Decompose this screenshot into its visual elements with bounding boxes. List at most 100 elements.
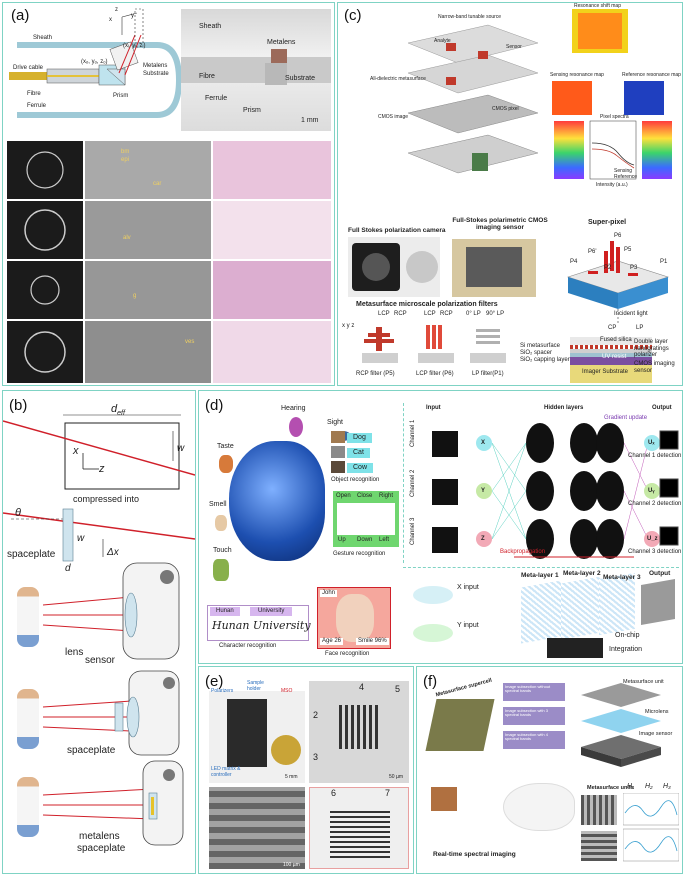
sense-smell: Smell	[209, 501, 227, 508]
lcp-label-2: LCP	[424, 311, 436, 317]
y-input-label: Y input	[457, 622, 479, 629]
endoscope-schematic	[9, 8, 183, 118]
oct-zoom-2	[85, 201, 211, 259]
panel-f-label: (f)	[423, 673, 438, 690]
nn-channel-1: Channel 1	[410, 419, 416, 447]
oct-zoom-1	[85, 141, 211, 199]
object-cat: Cat	[347, 448, 370, 458]
oct-zoom-4	[85, 321, 211, 383]
face-name: John	[320, 590, 338, 597]
superpixel-title: Super-pixel	[588, 219, 627, 226]
p5-label: P5	[624, 247, 632, 253]
panel-d-label: (d)	[205, 397, 224, 414]
usaf-digit-3: 3	[313, 752, 319, 762]
intensity-axis-label: Intensity (a.u.)	[596, 182, 628, 188]
deff-label: deff	[111, 403, 125, 418]
mso-label: MSO	[281, 688, 293, 694]
nn-node-x: X	[481, 440, 486, 446]
lens-label: lens	[65, 647, 84, 658]
axis-x-label: x	[109, 17, 112, 23]
histology-1	[213, 141, 331, 199]
spectral-plots	[623, 793, 679, 862]
tissue-g: g	[133, 293, 137, 299]
photo-metalens-label: Metalens	[267, 39, 296, 46]
tissue-car: car	[153, 181, 162, 187]
tongue-icon	[219, 455, 233, 473]
gesture-left: Left	[379, 537, 390, 543]
metalens-label: Metalens	[143, 63, 168, 69]
oct-full-3	[7, 261, 83, 319]
panel-c-label: (c)	[344, 7, 362, 24]
nn-detection-3: Channel 3 detection	[628, 549, 682, 555]
nn-node-uz: U_z	[647, 536, 658, 542]
w-label-1: w	[177, 443, 185, 454]
sense-taste: Taste	[217, 443, 234, 450]
nn-panel: Input Hidden layers Output Gradient upda…	[403, 403, 682, 563]
img-subsection-2-label: Image subsection with 3 spectral bands	[505, 708, 548, 718]
endoscope-photo	[181, 9, 331, 131]
nn-input: Input	[426, 405, 441, 411]
oct-full-1	[7, 141, 83, 199]
char-header-hunan: Hunan	[210, 607, 240, 616]
gesture-grid: Open Close Right Up Down Left	[333, 491, 399, 547]
usaf-digit-4: 4	[359, 682, 365, 692]
image-sensor-label: Image sensor	[639, 731, 673, 737]
panel-d: (d) Hearing Sight Taste Smell Touch Dog …	[198, 390, 683, 664]
layer-uv-resist: UV resist	[602, 354, 627, 360]
analyte-label: Analyte	[434, 38, 451, 44]
meta-layer-2: Meta-layer 2	[563, 570, 601, 577]
tissue-bm: bm	[121, 149, 130, 155]
cmos-image-label: CMOS image	[378, 114, 409, 120]
stacked-sensor	[581, 683, 661, 767]
cmos-title: Full-Stokes polarimetric CMOS imaging se…	[452, 217, 548, 232]
object-rec-label: Object recognition	[331, 477, 380, 483]
axis-y-label: y	[131, 13, 134, 19]
meta-layer-1-sheet	[521, 580, 561, 644]
p3-label: P3	[630, 265, 638, 271]
compressed-label: compressed into	[73, 494, 140, 504]
gesture-open: Open	[336, 493, 351, 499]
d-label: d	[65, 563, 71, 574]
device-photo	[209, 691, 305, 783]
axis-x-b: x	[73, 445, 79, 457]
p6-label: P6	[614, 233, 622, 239]
person-figure-1	[17, 587, 39, 647]
gesture-up: Up	[338, 537, 346, 543]
layer-fused-silica: Fused silica	[600, 337, 632, 343]
gesture-down: Down	[357, 537, 373, 543]
axis-z-b: z	[99, 463, 105, 475]
filter3-label: LP filter(P1)	[472, 371, 504, 377]
microlens-array-image	[209, 787, 305, 869]
character-card: Hunan University Hunan University	[207, 605, 311, 641]
chip	[547, 638, 603, 658]
deff-sub: eff	[117, 410, 125, 418]
nn-output: Output	[652, 405, 672, 411]
scale-50um: 50 µm	[389, 774, 403, 780]
fibre-label: Fibre	[27, 91, 41, 97]
usaf-target-2	[309, 787, 409, 869]
drive-cable-label: Drive cable	[13, 65, 44, 71]
rcp-label-2: RCP	[440, 311, 453, 317]
filter2-label: LCP filter (P6)	[416, 371, 454, 377]
char-header-university: University	[250, 607, 293, 616]
panel-b: (b) deff x z w compre	[2, 390, 196, 874]
nn-hidden: Hidden layers	[544, 405, 584, 411]
nn-gradient: Gradient update	[604, 415, 648, 421]
sense-touch: Touch	[213, 547, 232, 554]
x-input-box	[413, 586, 453, 604]
nn-channel-2: Channel 2	[410, 469, 416, 497]
object-recognition: Dog Cat Cow	[331, 431, 393, 475]
layer-sio2-spacer: SiO₂ spacer	[520, 350, 553, 356]
camera-title: Full Stokes polarization camera	[348, 227, 446, 234]
panel-b-label: (b)	[9, 397, 28, 414]
filter-illustrations	[362, 325, 506, 363]
img-subsection-3-label: Image subsection with 4 spectral bands	[505, 732, 548, 742]
oct-zoom-3	[85, 261, 211, 319]
h2-label: H₂	[645, 783, 653, 790]
led-label: LED matrix & controller	[211, 766, 241, 778]
lp0-label: 0° LP	[466, 311, 481, 317]
realtime-label: Real-time spectral imaging	[433, 851, 516, 858]
sense-hearing: Hearing	[281, 405, 306, 412]
nn-diagram	[432, 423, 679, 559]
usaf-digit-6: 6	[331, 788, 337, 798]
